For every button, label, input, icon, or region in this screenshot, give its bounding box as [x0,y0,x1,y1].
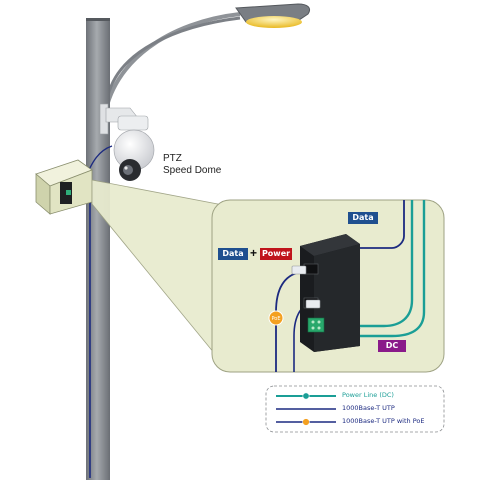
camera-label-line1: PTZ [163,153,182,164]
dc-tag: DC [378,340,406,352]
camera-label-line2: Speed Dome [163,165,222,176]
legend-utp-poe: 1000Base-T UTP with PoE [342,417,425,425]
street-lamp [235,3,311,28]
poe-injector-device [300,234,360,352]
data-tag-top: Data [348,212,378,224]
data-tag-left: Data [218,248,248,260]
legend-box [265,385,445,433]
camera-label: PTZ Speed Dome [163,153,221,177]
legend-swatches [276,392,336,426]
lamp-arms [102,12,241,121]
rj45-connectors [291,265,321,309]
legend-power-line: Power Line (DC) [342,391,394,399]
enclosure-box [35,159,93,215]
poe-badge-text: PoE [271,316,280,322]
ptz-speed-dome-camera [113,115,155,181]
plus-sign: + [250,246,258,260]
power-tag: Power [260,248,292,260]
poe-badge: PoE [268,310,284,326]
zoom-callout-wedge [91,179,229,372]
legend-utp: 1000Base-T UTP [342,404,395,412]
